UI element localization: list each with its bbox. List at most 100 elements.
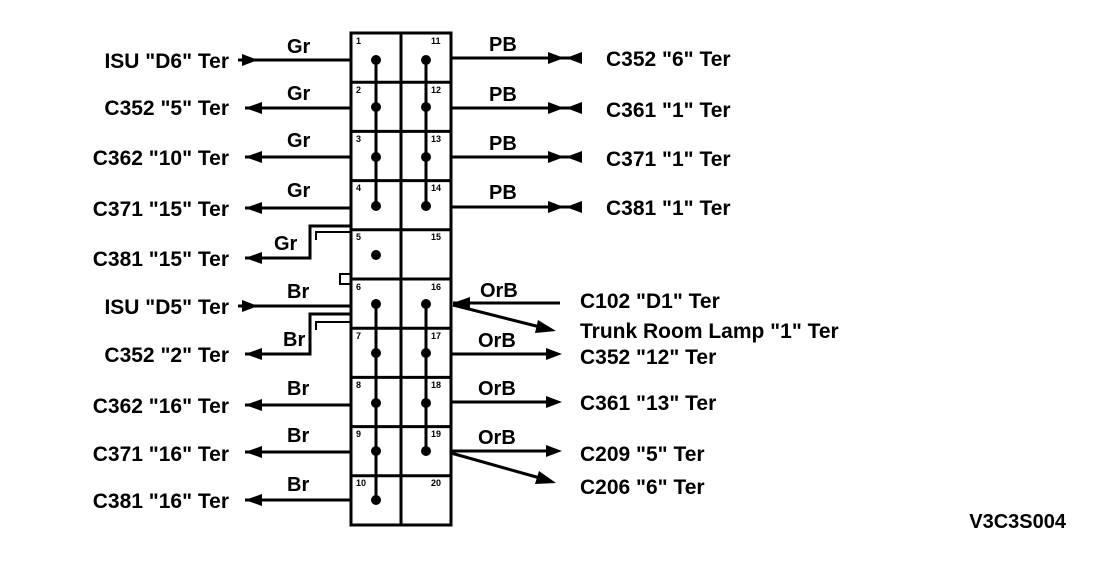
terminal-label: C352 "2" Ter [104,344,229,367]
wire-color-label: OrB [478,330,516,352]
terminal-label: C362 "10" Ter [93,147,229,170]
pin-dot [371,398,381,408]
wire-color-label: Br [287,425,309,447]
pin-number: 4 [356,183,361,193]
terminal-label: C371 "16" Ter [93,443,229,466]
arrow-right-icon [242,54,258,66]
terminal-label: C381 "1" Ter [606,197,731,220]
arrow-left-icon [566,52,582,64]
terminal-label: C362 "16" Ter [93,395,229,418]
pin-dot [371,348,381,358]
arrow-left-icon [245,494,262,506]
terminal-label: C361 "1" Ter [606,99,731,122]
connector-block [349,31,453,527]
figure-code: V3C3S004 [969,511,1067,533]
pin-number: 15 [431,232,441,242]
terminal-end-icon [566,151,582,163]
arrow-left-icon [245,102,262,114]
arrow-right-icon [548,201,564,213]
arrow-left-icon [453,297,470,309]
wire-color-label: Br [287,281,309,303]
pin-number: 14 [431,183,441,193]
wire-color-label: Gr [287,130,311,152]
pin-dot [421,102,431,112]
pin-number: 2 [356,85,361,95]
pin-number: 20 [431,478,441,488]
wire-color-label: PB [489,84,517,106]
pin-dot [371,201,381,211]
right-wire-colors: PB PB PB PB OrB OrB OrB OrB [478,34,518,449]
wire-color-label: Br [287,378,309,400]
wire-color-label: PB [489,34,517,56]
pin-number: 11 [431,36,441,46]
terminal-label: C381 "15" Ter [93,248,229,271]
wire-color-label: Gr [287,36,311,58]
right-wires [450,52,582,484]
pin-number: 7 [356,331,361,341]
terminal-label: C352 "12" Ter [580,346,716,369]
arrow-left-icon [245,151,262,163]
wire-jumper [339,273,351,285]
pin-dot [371,250,381,260]
terminal-label: C352 "6" Ter [606,48,731,71]
pin-number: 1 [356,36,361,46]
pin-dot [421,201,431,211]
arrow-right-icon [548,151,564,163]
pin-dot [371,55,381,65]
pin-dot [371,446,381,456]
pin-dot [371,152,381,162]
terminal-label: C371 "1" Ter [606,148,731,171]
arrow-left-icon [245,399,262,411]
pin-dot [371,299,381,309]
terminal-label: C206 "6" Ter [580,476,705,499]
pin-number: 5 [356,232,361,242]
wire-line [452,303,541,329]
terminal-label: C381 "16" Ter [93,490,229,513]
arrow-left-icon [245,348,262,360]
pin-number: 19 [431,429,441,439]
pin-dot [421,299,431,309]
pin-dot [421,348,431,358]
pin-dot [421,152,431,162]
pin-dot [371,495,381,505]
pin-numbers: 1 2 3 4 5 6 7 8 9 10 11 12 13 14 15 16 1… [356,36,441,488]
left-terminal-labels: ISU "D6" Ter C352 "5" Ter C362 "10" Ter … [93,50,229,513]
arrow-right-icon [242,300,258,312]
pin-dot [421,446,431,456]
pin-number: 6 [356,282,361,292]
wire-color-label: Gr [274,233,298,255]
pin-number: 17 [431,331,441,341]
wire-color-label: PB [489,133,517,155]
terminal-label: ISU "D6" Ter [104,50,229,73]
wire-color-label: OrB [478,427,516,449]
pin-number: 16 [431,282,441,292]
pin-dot [421,398,431,408]
terminal-label: C361 "13" Ter [580,392,716,415]
wire-color-label: OrB [480,280,518,302]
terminal-label: ISU "D5" Ter [104,296,229,319]
terminal-label: Trunk Room Lamp "1" Ter [580,320,839,343]
pin-number: 3 [356,134,361,144]
terminal-end-icon [566,201,582,213]
pin-dot [371,102,381,112]
arrow-right-icon [546,348,562,360]
terminal-label: C371 "15" Ter [93,198,229,221]
right-terminal-labels: C352 "6" Ter C361 "1" Ter C371 "1" Ter C… [580,48,839,499]
terminal-end-icon [566,102,582,114]
pin-number: 10 [356,478,366,488]
arrow-right-icon [535,471,556,484]
pin-number: 13 [431,134,441,144]
arrow-left-icon [245,202,262,214]
terminal-label: C352 "5" Ter [104,97,229,120]
pin-number: 12 [431,85,441,95]
arrow-right-icon [535,320,556,333]
wire-line [245,224,351,260]
wire-color-label: Br [287,474,309,496]
arrow-right-icon [546,396,562,408]
arrow-right-icon [546,445,562,457]
wire-line [450,451,541,480]
wire-line [245,312,351,356]
pin-number: 8 [356,380,361,390]
wire-jumper [315,231,351,240]
